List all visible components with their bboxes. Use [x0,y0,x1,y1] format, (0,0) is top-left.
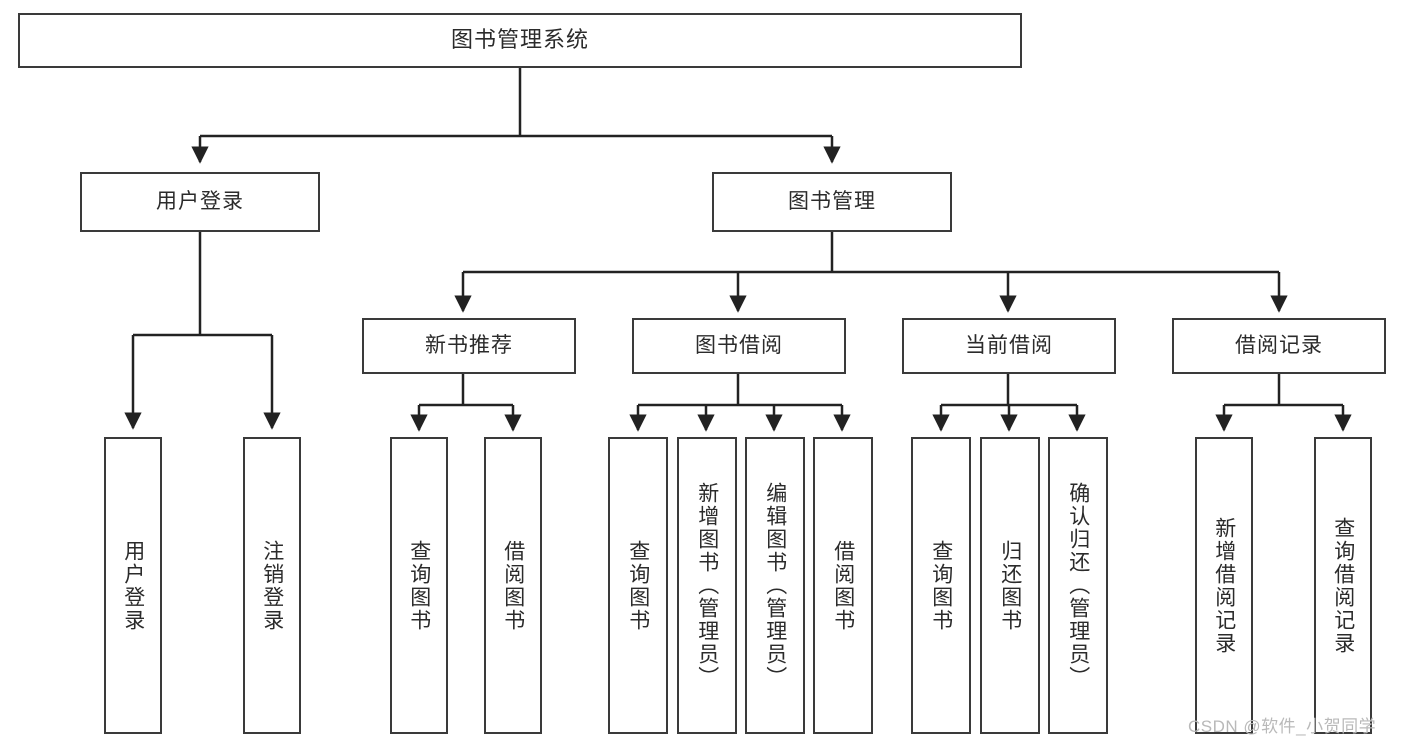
node-label: 查询图书 [929,539,953,632]
node-label: 图书借阅 [695,334,783,358]
node-label: 确认归还（管理员） [1066,482,1090,689]
node-book-management[interactable]: 图书管理 [712,172,952,232]
node-label: 当前借阅 [965,334,1053,358]
node-label: 查询图书 [626,539,650,632]
node-label: 用户登录 [121,539,145,632]
leaf-record-query-borrow-record[interactable]: 查询借阅记录 [1314,437,1372,734]
node-current-borrow[interactable]: 当前借阅 [902,318,1116,374]
node-label: 借阅图书 [831,539,855,632]
leaf-user-login[interactable]: 用户登录 [104,437,162,734]
node-label: 新增图书（管理员） [695,482,719,689]
node-label: 归还图书 [998,539,1022,632]
leaf-borrow-add-book-admin[interactable]: 新增图书（管理员） [677,437,737,734]
node-label: 图书管理系统 [450,27,589,53]
node-new-book-recommend[interactable]: 新书推荐 [362,318,576,374]
node-label: 用户登录 [156,190,244,214]
leaf-current-return-book[interactable]: 归还图书 [980,437,1040,734]
node-label: 查询借阅记录 [1331,516,1355,655]
node-label: 借阅图书 [501,539,525,632]
leaf-recommend-query-book[interactable]: 查询图书 [390,437,448,734]
leaf-borrow-borrow-book[interactable]: 借阅图书 [813,437,873,734]
node-label: 查询图书 [407,539,431,632]
node-label: 图书管理 [788,190,876,214]
leaf-record-add-borrow-record[interactable]: 新增借阅记录 [1195,437,1253,734]
leaf-current-query-book[interactable]: 查询图书 [911,437,971,734]
node-label: 注销登录 [260,539,284,632]
node-user-login[interactable]: 用户登录 [80,172,320,232]
leaf-borrow-query-book[interactable]: 查询图书 [608,437,668,734]
node-label: 编辑图书（管理员） [763,482,787,689]
node-root-library-management-system[interactable]: 图书管理系统 [18,13,1022,68]
leaf-recommend-borrow-book[interactable]: 借阅图书 [484,437,542,734]
leaf-borrow-edit-book-admin[interactable]: 编辑图书（管理员） [745,437,805,734]
node-label: 新书推荐 [425,334,513,358]
node-label: 新增借阅记录 [1212,516,1236,655]
node-borrow-record[interactable]: 借阅记录 [1172,318,1386,374]
leaf-current-confirm-return-admin[interactable]: 确认归还（管理员） [1048,437,1108,734]
node-book-borrow[interactable]: 图书借阅 [632,318,846,374]
csdn-watermark: CSDN @软件_小贺同学 [1188,717,1377,736]
node-label: 借阅记录 [1235,334,1323,358]
leaf-user-logout[interactable]: 注销登录 [243,437,301,734]
